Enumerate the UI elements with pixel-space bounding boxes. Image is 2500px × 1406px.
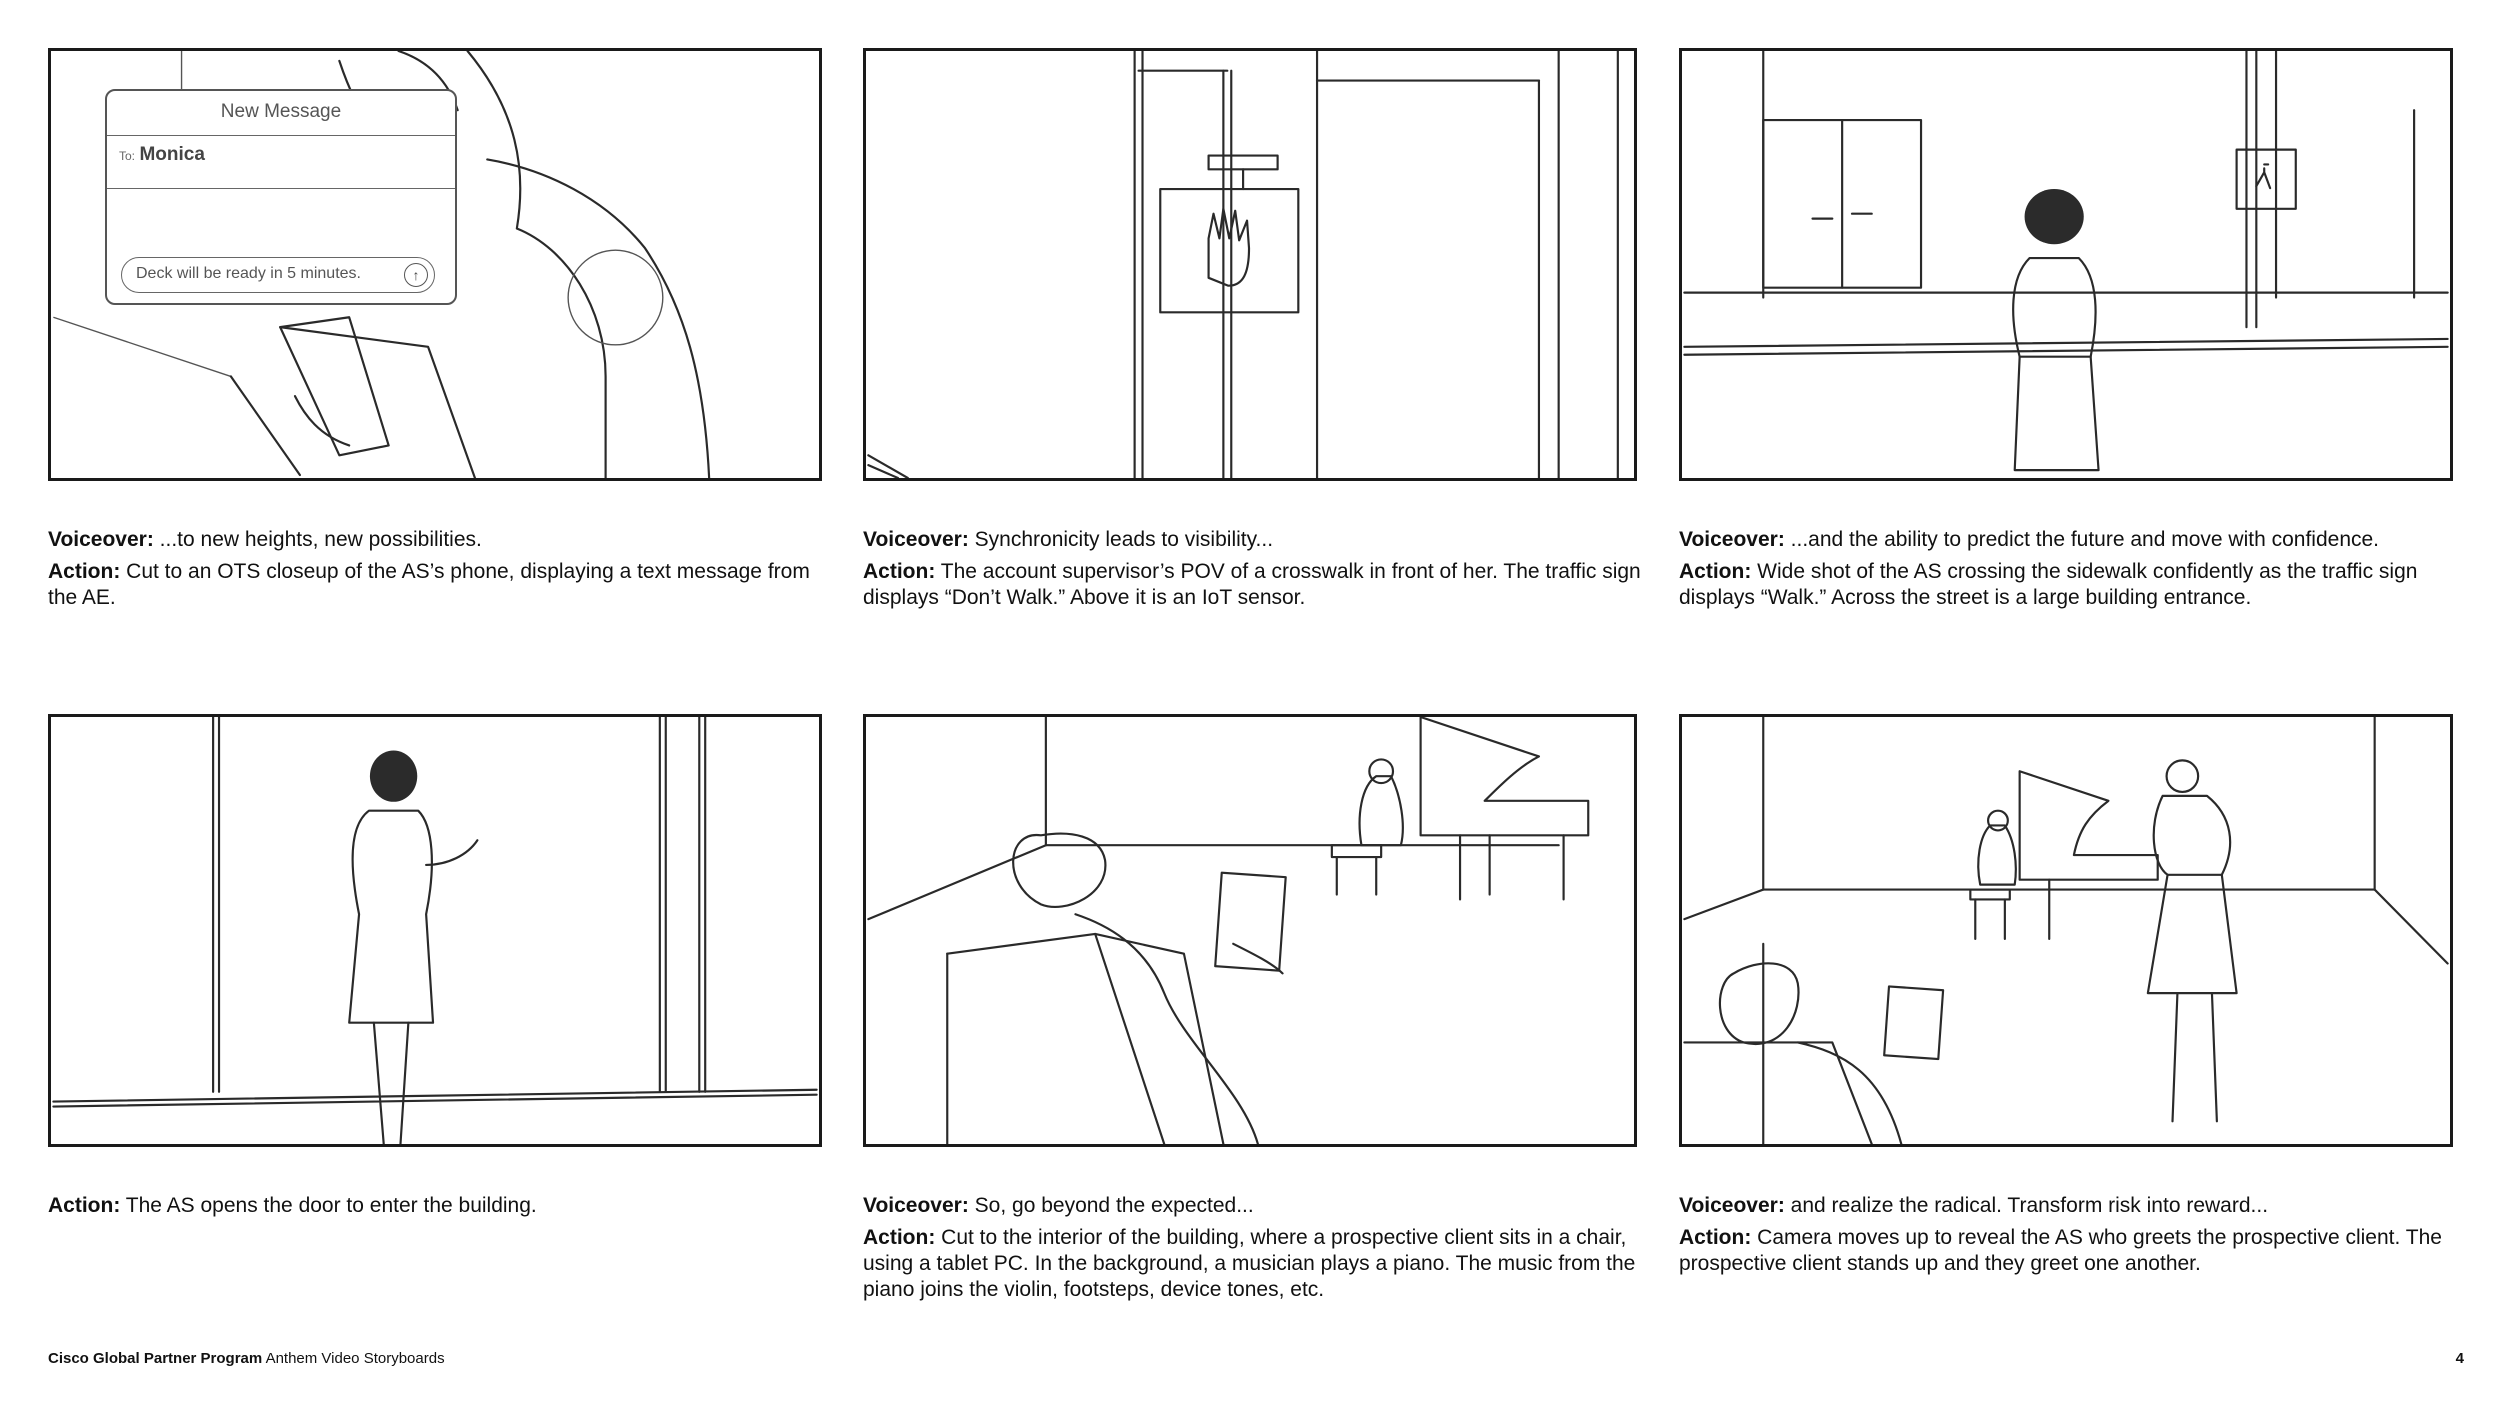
to-label: To: — [119, 149, 136, 163]
storyboard-frame-4 — [48, 714, 822, 1147]
sketch-phone-closeup — [53, 51, 711, 478]
recipient-name: Monica — [139, 144, 205, 165]
storyboard-frame-5 — [863, 714, 1637, 1147]
phone-message-card: New Message To: Monica Deck will be read… — [105, 89, 457, 305]
page-number: 4 — [2455, 1350, 2464, 1367]
voiceover-3: Voiceover: ...and the ability to predict… — [1679, 528, 2380, 551]
message-input[interactable]: Deck will be ready in 5 minutes. ↑ — [121, 257, 435, 293]
caption-5: Voiceover: So, go beyond the expected...… — [863, 1193, 1653, 1309]
footer-doc-title: Anthem Video Storyboards — [262, 1350, 445, 1367]
footer-title: Cisco Global Partner Program Anthem Vide… — [48, 1350, 445, 1367]
action-5: Action: Cut to the interior of the build… — [863, 1226, 1636, 1301]
sketch-street-crossing — [1683, 51, 2449, 472]
send-arrow-icon[interactable]: ↑ — [404, 263, 428, 287]
caption-3: Voiceover: ...and the ability to predict… — [1679, 527, 2469, 617]
action-4: Action: The AS opens the door to enter t… — [48, 1194, 537, 1217]
voiceover-6: Voiceover: and realize the radical. Tran… — [1679, 1194, 2269, 1217]
sketch-client-piano — [867, 717, 1590, 1144]
voiceover-1: Voiceover: ...to new heights, new possib… — [48, 528, 482, 551]
storyboard-frame-1: New Message To: Monica Deck will be read… — [48, 48, 822, 481]
caption-2: Voiceover: Synchronicity leads to visibi… — [863, 527, 1653, 617]
message-header: New Message — [107, 91, 455, 136]
action-3: Action: Wide shot of the AS crossing the… — [1679, 560, 2418, 609]
caption-1: Voiceover: ...to new heights, new possib… — [48, 527, 838, 617]
sketch-door-entry — [52, 717, 818, 1144]
sketch-crosswalk-sign — [867, 51, 1619, 478]
storyboard-frame-6 — [1679, 714, 2453, 1147]
caption-4: Action: The AS opens the door to enter t… — [48, 1193, 838, 1225]
storyboard-frame-2 — [863, 48, 1637, 481]
voiceover-2: Voiceover: Synchronicity leads to visibi… — [863, 528, 1274, 551]
action-2: Action: The account supervisor’s POV of … — [863, 560, 1641, 609]
sketch-greeting — [1683, 717, 2449, 1144]
caption-6: Voiceover: and realize the radical. Tran… — [1679, 1193, 2469, 1283]
voiceover-5: Voiceover: So, go beyond the expected... — [863, 1194, 1254, 1217]
storyboard-frame-3 — [1679, 48, 2453, 481]
action-1: Action: Cut to an OTS closeup of the AS’… — [48, 560, 810, 609]
footer-brand: Cisco Global Partner Program — [48, 1350, 263, 1367]
message-text: Deck will be ready in 5 minutes. — [136, 265, 361, 282]
action-6: Action: Camera moves up to reveal the AS… — [1679, 1226, 2442, 1275]
